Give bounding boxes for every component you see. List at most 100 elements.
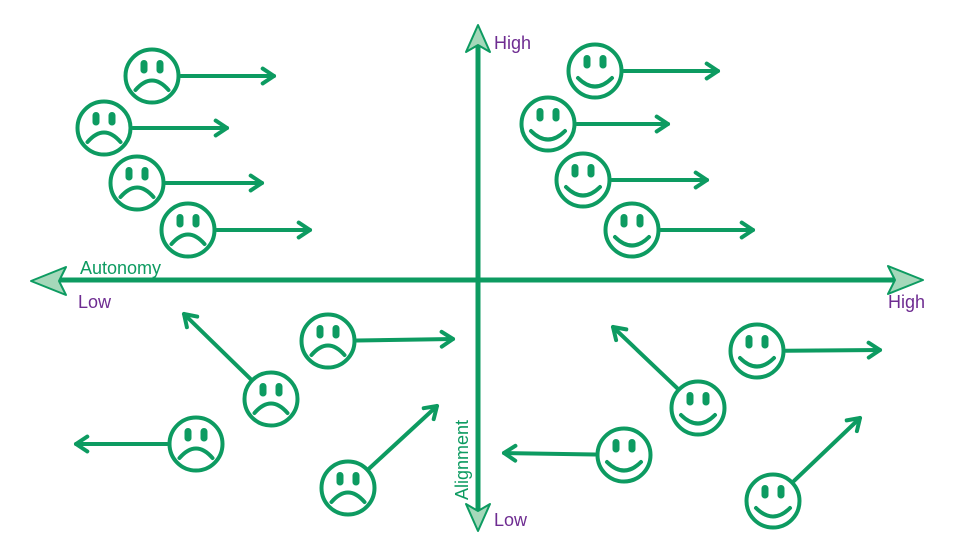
- arrowhead-icon: [74, 434, 90, 454]
- left-eye-icon: [536, 108, 544, 122]
- frown-mouth-icon: [118, 185, 156, 199]
- right-eye-icon: [587, 164, 595, 178]
- arrowhead-icon: [704, 61, 720, 81]
- arrowhead-icon: [421, 404, 439, 422]
- right-eye-icon: [777, 485, 785, 499]
- face-sad: [108, 154, 166, 212]
- left-eye-icon: [92, 112, 100, 126]
- frown-mouth-icon: [177, 446, 215, 460]
- arrowhead-icon: [439, 329, 455, 349]
- arrow-shaft: [182, 312, 253, 381]
- arrowhead-icon: [654, 114, 670, 134]
- direction-arrow-right: [575, 114, 670, 134]
- arrow-shaft: [354, 337, 455, 343]
- right-eye-icon: [332, 325, 340, 339]
- left-eye-icon: [176, 214, 184, 228]
- right-eye-icon: [636, 214, 644, 228]
- face-outline: [669, 379, 727, 437]
- direction-arrow-right: [659, 220, 755, 240]
- face-happy: [566, 42, 624, 100]
- direction-arrow-right: [215, 220, 312, 240]
- left-eye-icon: [686, 392, 694, 406]
- face-outline: [603, 201, 661, 259]
- direction-arrow-right: [783, 340, 882, 360]
- face-happy: [554, 151, 612, 209]
- face-happy: [595, 426, 653, 484]
- direction-arrow-right: [354, 329, 455, 349]
- arrowhead-icon: [182, 312, 200, 330]
- arrowhead-icon: [248, 173, 264, 193]
- y-axis-low-label: Low: [494, 510, 528, 530]
- face-happy: [744, 472, 802, 530]
- direction-arrow-right: [610, 170, 709, 190]
- arrowhead-icon: [213, 118, 229, 138]
- direction-arrow-right: [622, 61, 720, 81]
- frown-mouth-icon: [85, 130, 123, 144]
- y-axis: Alignment High Low: [452, 24, 531, 532]
- arrow-shaft: [611, 325, 680, 390]
- direction-arrow-right: [179, 66, 276, 86]
- x-axis-low-label: Low: [78, 292, 112, 312]
- smile-mouth-icon: [679, 413, 717, 426]
- left-eye-icon: [184, 428, 192, 442]
- frown-mouth-icon: [169, 232, 207, 246]
- right-eye-icon: [352, 472, 360, 486]
- face-outline: [595, 426, 653, 484]
- direction-arrow-right: [131, 118, 229, 138]
- face-happy: [519, 95, 577, 153]
- arrowhead-icon: [739, 220, 755, 240]
- face-outline: [75, 99, 133, 157]
- right-eye-icon: [275, 383, 283, 397]
- left-eye-icon: [125, 167, 133, 181]
- smile-mouth-icon: [738, 356, 776, 369]
- face-outline: [242, 370, 300, 428]
- right-eye-icon: [108, 112, 116, 126]
- face-sad: [242, 370, 300, 428]
- right-eye-icon: [141, 167, 149, 181]
- direction-arrow-up-right: [367, 404, 439, 471]
- face-outline: [519, 95, 577, 153]
- smile-mouth-icon: [613, 235, 651, 248]
- direction-arrow-up-left: [611, 325, 680, 390]
- left-eye-icon: [583, 55, 591, 69]
- face-sad: [167, 415, 225, 473]
- left-eye-icon: [620, 214, 628, 228]
- left-eye-icon: [745, 335, 753, 349]
- right-eye-icon: [156, 60, 164, 74]
- x-axis-left-arrowhead-icon: [30, 266, 67, 296]
- right-eye-icon: [192, 214, 200, 228]
- arrow-shaft: [367, 404, 439, 471]
- right-eye-icon: [599, 55, 607, 69]
- frown-mouth-icon: [309, 343, 347, 357]
- frown-mouth-icon: [133, 78, 171, 92]
- smile-mouth-icon: [754, 506, 792, 519]
- face-sad: [123, 47, 181, 105]
- left-eye-icon: [140, 60, 148, 74]
- face-outline: [319, 459, 377, 517]
- left-eye-icon: [761, 485, 769, 499]
- x-axis: Autonomy Low High: [30, 258, 925, 312]
- left-eye-icon: [316, 325, 324, 339]
- y-axis-top-arrowhead-icon: [465, 24, 491, 53]
- direction-arrow-up-right: [791, 416, 862, 483]
- x-axis-label: Autonomy: [80, 258, 161, 278]
- face-happy: [669, 379, 727, 437]
- right-eye-icon: [628, 439, 636, 453]
- smile-mouth-icon: [605, 460, 643, 473]
- direction-arrow-right: [164, 173, 264, 193]
- right-eye-icon: [200, 428, 208, 442]
- face-sad: [159, 201, 217, 259]
- arrowhead-icon: [866, 340, 882, 360]
- face-happy: [728, 322, 786, 380]
- face-sad: [319, 459, 377, 517]
- arrowhead-icon: [296, 220, 312, 240]
- face-happy: [603, 201, 661, 259]
- left-eye-icon: [612, 439, 620, 453]
- face-sad: [75, 99, 133, 157]
- face-outline: [123, 47, 181, 105]
- arrowhead-icon: [693, 170, 709, 190]
- smile-mouth-icon: [576, 76, 614, 89]
- face-outline: [566, 42, 624, 100]
- right-eye-icon: [761, 335, 769, 349]
- faces-layer: [74, 42, 882, 530]
